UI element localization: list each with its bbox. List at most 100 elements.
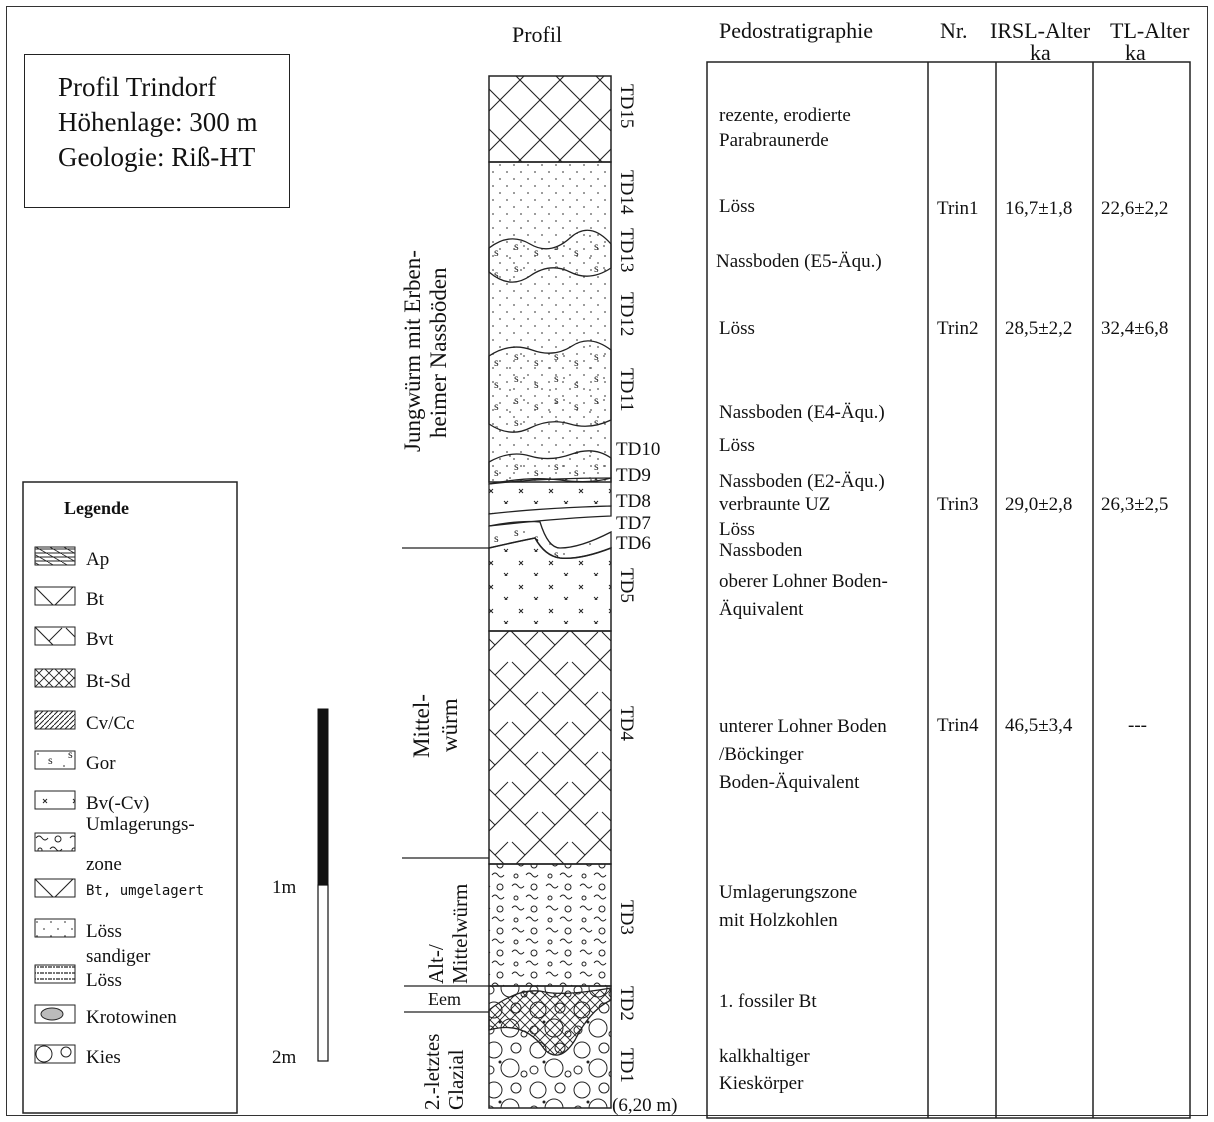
pedo-td11: Nassboden (E4-Äqu.)	[719, 402, 885, 423]
legend-swatch-cv	[34, 710, 76, 730]
layer-td13	[488, 229, 612, 283]
label-jungwurm-line2: heimer Nassböden	[426, 267, 451, 438]
layer-label-td11: TD11	[616, 368, 637, 412]
layer-loess-upper	[488, 161, 612, 483]
layer-label-td8: TD8	[616, 491, 651, 512]
pedo-td4-line1: unterer Lohner Boden	[719, 716, 887, 737]
layer-label-td12: TD12	[616, 292, 637, 337]
layer-td3	[488, 863, 612, 987]
legend-swatch-gor	[34, 750, 76, 770]
legend-label-umlag: Umlagerungs-	[86, 814, 195, 835]
layer-td15	[488, 75, 612, 163]
legend-label-btum: Bt, umgelagert	[86, 883, 205, 899]
legend-label-krot: Krotowinen	[86, 1007, 177, 1028]
legend-label-bv: Bv(-Cv)	[86, 793, 150, 814]
sample-trin2-nr: Trin2	[937, 318, 979, 339]
info-box: Profil Trindorf Höhenlage: 300 m Geologi…	[24, 54, 290, 208]
scale-label-1m: 1m	[272, 877, 297, 898]
legend-label-sloess: sandiger	[86, 946, 151, 967]
legend-label-bvt: Bvt	[86, 629, 114, 650]
scale-bar-black	[317, 708, 329, 886]
label-alt-line1: Alt-/	[424, 944, 448, 984]
legend-swatch-btum	[34, 878, 76, 898]
header-nr: Nr.	[940, 18, 968, 43]
layer-label-td1: TD1	[616, 1048, 637, 1083]
legend-label-gor: Gor	[86, 753, 116, 774]
label-glazial-line2: Glazial	[444, 1049, 468, 1110]
label-eem: Eem	[428, 989, 461, 1009]
legend-swatch-bv	[34, 790, 76, 810]
layer-td5	[488, 537, 612, 632]
legend-swatch-krot	[34, 1004, 76, 1024]
legend-swatch-loess	[34, 918, 76, 938]
pedo-td1-line2: Kieskörper	[719, 1073, 804, 1094]
layer-label-td9: TD9	[616, 465, 651, 486]
legend-swatch-ap	[34, 546, 76, 566]
label-mittelwurm-line1: Mittel-	[409, 694, 434, 758]
sample-trin3-tl: 26,3±2,5	[1101, 494, 1169, 515]
layer-label-td5: TD5	[616, 568, 637, 603]
legend-label-btsd: Bt-Sd	[86, 671, 131, 692]
header-profil: Profil	[512, 22, 563, 47]
legend-swatch-btsd	[34, 668, 76, 688]
layer-label-td3: TD3	[616, 900, 637, 935]
header-tl-unit: ka	[1125, 40, 1146, 65]
pedo-td2: 1. fossiler Bt	[719, 991, 817, 1012]
pedo-td9: Nassboden (E2-Äqu.)	[719, 471, 885, 492]
layer-label-td2: TD2	[616, 986, 637, 1021]
pedo-td14: Löss	[719, 196, 755, 217]
outer-frame	[6, 6, 1208, 1116]
sample-trin4-irsl: 46,5±3,4	[1005, 715, 1073, 736]
legend-title: Legende	[64, 498, 129, 518]
pedo-td1-line1: kalkhaltiger	[719, 1046, 810, 1067]
pedo-td15-line1: rezente, erodierte	[719, 105, 851, 126]
label-mittelwurm-line2: würm	[437, 698, 462, 752]
pedo-td6: Nassboden	[719, 540, 803, 561]
pedo-td15-line2: Parabraunerde	[719, 130, 829, 151]
label-glazial: 2.-letztes Glazial	[420, 1034, 468, 1110]
label-alt-line2: Mittelwürm	[448, 883, 472, 984]
scale-bar-white	[317, 884, 329, 1062]
layer-label-td15: TD15	[616, 84, 637, 129]
legend-label2-sloess: Löss	[86, 970, 122, 991]
scale-label-2m: 2m	[272, 1047, 297, 1068]
pedo-td12: Löss	[719, 318, 755, 339]
pedo-td10: Löss	[719, 435, 755, 456]
pedo-td3-line1: Umlagerungszone	[719, 882, 858, 903]
layer-label-td14: TD14	[616, 170, 637, 215]
legend-swatch-umlag	[34, 832, 76, 852]
sample-trin3-irsl: 29,0±2,8	[1005, 494, 1073, 515]
label-jungwurm-line1: Jungwürm mit Erben-	[400, 250, 425, 452]
pedo-td7: Löss	[719, 519, 755, 540]
legend-swatch-bt	[34, 586, 76, 606]
legend-swatch-kies	[34, 1044, 76, 1064]
header-irsl: IRSL-Alter	[990, 18, 1091, 43]
pedo-td8: verbraunte UZ	[719, 494, 831, 515]
layer-label-td4: TD4	[616, 706, 637, 741]
pedo-td5-line2: Äquivalent	[719, 599, 804, 620]
pedo-td4-line3: Boden-Äquivalent	[719, 772, 860, 793]
layer-label-depth: (6,20 m)	[612, 1095, 678, 1116]
layer-label-td13: TD13	[616, 228, 637, 273]
sample-trin2-tl: 32,4±6,8	[1101, 318, 1169, 339]
sample-trin3-nr: Trin3	[937, 494, 979, 515]
legend-label2-umlag: zone	[86, 854, 122, 875]
info-geology: Geologie: Riß-HT	[58, 142, 256, 172]
legend-label-bt: Bt	[86, 589, 104, 610]
legend-swatch-sloess	[34, 964, 76, 984]
label-jungwurm: Jungwürm mit Erben- heimer Nassböden	[400, 250, 452, 452]
pedo-td4-line2: /Böckinger	[719, 744, 804, 765]
label-mittelwurm: Mittel- würm	[408, 694, 464, 758]
pedo-td3-line2: mit Holzkohlen	[719, 910, 838, 931]
header-tl: TL-Alter	[1110, 18, 1190, 43]
data-table-frame	[706, 61, 1191, 1119]
legend-swatch-bvt	[34, 626, 76, 646]
header-irsl-unit: ka	[1030, 40, 1051, 65]
sample-trin2-irsl: 28,5±2,2	[1005, 318, 1073, 339]
label-glazial-line1: 2.-letztes	[420, 1033, 444, 1110]
sample-trin1-irsl: 16,7±1,8	[1005, 198, 1073, 219]
layer-label-td6: TD6	[616, 533, 651, 554]
layer-label-td10: TD10	[616, 439, 661, 460]
